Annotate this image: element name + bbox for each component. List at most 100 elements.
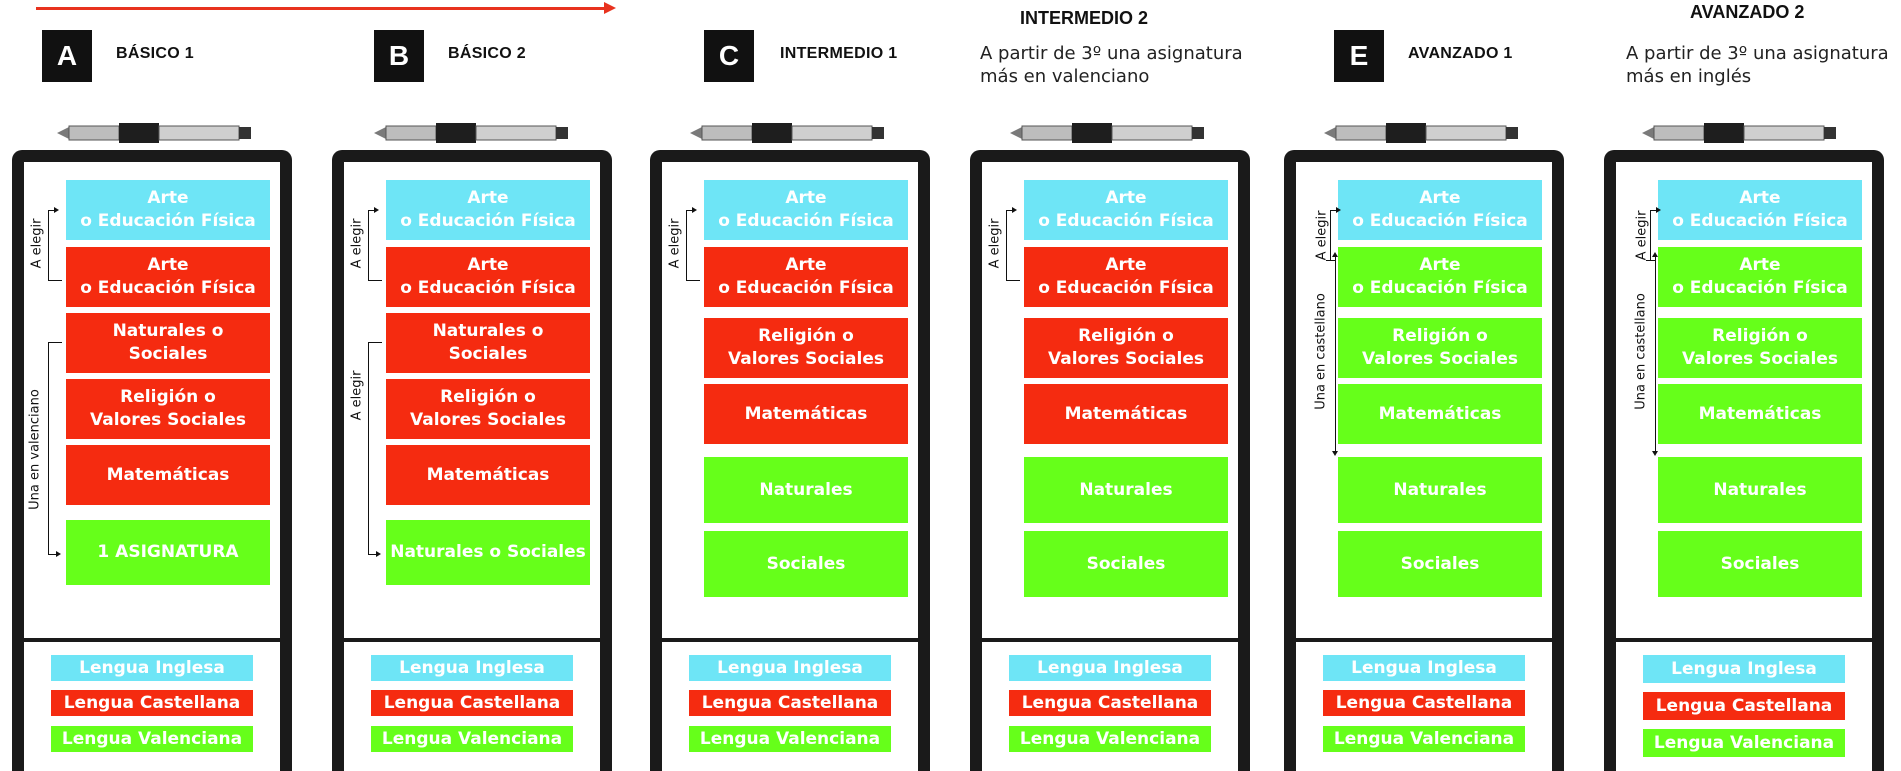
level-b-name: BÁSICO 2 xyxy=(448,45,526,62)
board-a-brace-valenciano xyxy=(48,342,49,554)
board-e-divider xyxy=(1296,638,1552,642)
board-c-matematicas: Matemáticas xyxy=(704,384,908,444)
level-b-badge: B xyxy=(374,30,424,82)
board-c-lengua-valenciana: Lengua Valenciana xyxy=(689,726,891,752)
board-c-divider xyxy=(662,638,918,642)
board-e-a-elegir-label: A elegir xyxy=(1314,210,1330,261)
board-e-lengua-valenciana: Lengua Valenciana xyxy=(1323,726,1525,752)
board-b-matematicas: Matemáticas xyxy=(386,445,590,505)
board-c-lengua-castellana: Lengua Castellana xyxy=(689,690,891,716)
level-e-badge: E xyxy=(1334,30,1384,82)
board-a-lengua-castellana: Lengua Castellana xyxy=(51,690,253,716)
board-f-lengua-inglesa: Lengua Inglesa xyxy=(1643,655,1845,683)
board-d-a-elegir-label: A elegir xyxy=(987,218,1003,269)
board-c-brace-a-elegir xyxy=(686,210,687,280)
board-e-matematicas: Matemáticas xyxy=(1338,384,1542,444)
board-a-matematicas: Matemáticas xyxy=(66,445,270,505)
board-d-naturales: Naturales xyxy=(1024,457,1228,523)
board-e-naturales: Naturales xyxy=(1338,457,1542,523)
board-d-lengua-valenciana: Lengua Valenciana xyxy=(1009,726,1211,752)
board-f-lengua-valenciana: Lengua Valenciana xyxy=(1643,729,1845,757)
board-d-lengua-castellana: Lengua Castellana xyxy=(1009,690,1211,716)
level-a-badge: A xyxy=(42,30,92,82)
progression-arrow-line xyxy=(36,7,604,10)
board-f-divider xyxy=(1616,638,1872,642)
board-a-lengua-valenciana: Lengua Valenciana xyxy=(51,726,253,752)
board-e-lengua-castellana: Lengua Castellana xyxy=(1323,690,1525,716)
level-d-note-line1: A partir de 3º una asignatura xyxy=(980,43,1243,64)
board-d-marker-icon xyxy=(1008,120,1208,146)
board-a-valenciano-label: Una en valenciano xyxy=(27,389,43,510)
board-b-naturales-o-sociales: Naturales o Sociales xyxy=(386,520,590,585)
board-b-marker-icon xyxy=(372,120,572,146)
board-c-sociales: Sociales xyxy=(704,531,908,597)
board-a-lengua-inglesa: Lengua Inglesa xyxy=(51,655,253,681)
level-d-note-line2: más en valenciano xyxy=(980,66,1150,87)
level-f-note: A partir de 3º una asignatura más en ing… xyxy=(1626,42,1889,88)
level-a-name: BÁSICO 1 xyxy=(116,45,194,62)
board-b-brace-a-elegir-top xyxy=(368,210,369,280)
board-a-divider xyxy=(24,638,280,642)
board-e-lengua-inglesa: Lengua Inglesa xyxy=(1323,655,1525,681)
level-f-note-line2: más en inglés xyxy=(1626,66,1752,87)
board-f-lengua-castellana: Lengua Castellana xyxy=(1643,692,1845,720)
board-a-marker-icon xyxy=(55,120,255,146)
board-f-matematicas: Matemáticas xyxy=(1658,384,1862,444)
board-a-brace-a-elegir xyxy=(48,210,49,280)
level-e-name: AVANZADO 1 xyxy=(1408,45,1513,62)
board-c-lengua-inglesa: Lengua Inglesa xyxy=(689,655,891,681)
board-e-sociales: Sociales xyxy=(1338,531,1542,597)
board-f-brace-a-elegir xyxy=(1650,210,1651,260)
board-d-sociales: Sociales xyxy=(1024,531,1228,597)
board-e-castellano-label: Una en castellano xyxy=(1313,293,1329,410)
level-d-title: INTERMEDIO 2 xyxy=(1020,8,1149,28)
board-b-a-elegir-bottom-label: A elegir xyxy=(349,370,365,421)
board-c-marker-icon xyxy=(688,120,888,146)
board-f-marker-icon xyxy=(1640,120,1840,146)
board-c-a-elegir-label: A elegir xyxy=(667,218,683,269)
board-e-brace-a-elegir xyxy=(1330,210,1331,260)
level-c-badge: C xyxy=(704,30,754,82)
level-f-note-line1: A partir de 3º una asignatura xyxy=(1626,43,1889,64)
level-f-title: AVANZADO 2 xyxy=(1690,2,1805,22)
board-d-divider xyxy=(982,638,1238,642)
board-d-brace-a-elegir xyxy=(1006,210,1007,280)
board-b-brace-a-elegir-bottom xyxy=(368,342,369,554)
board-b-divider xyxy=(344,638,600,642)
progression-arrow-head xyxy=(604,2,616,14)
board-e-brace-castellano xyxy=(1335,256,1336,452)
board-c-naturales: Naturales xyxy=(704,457,908,523)
board-f-brace-castellano xyxy=(1655,256,1656,452)
board-f-a-elegir-label: A elegir xyxy=(1634,210,1650,261)
level-c-name: INTERMEDIO 1 xyxy=(780,45,898,62)
